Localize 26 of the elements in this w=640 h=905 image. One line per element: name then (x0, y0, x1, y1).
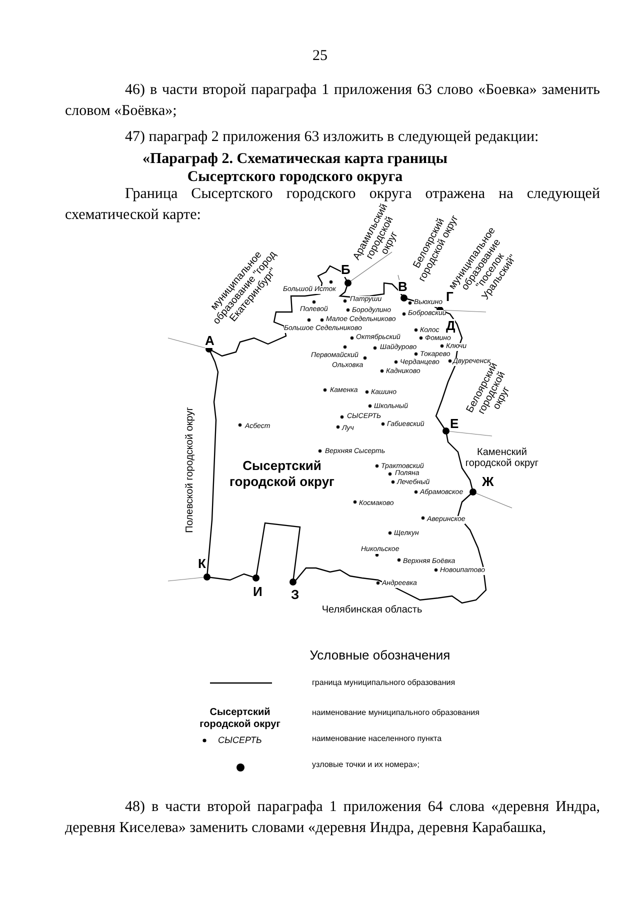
node-letter: И (253, 585, 262, 599)
legend-district-sample: Сысертский городской округ (198, 707, 282, 731)
node-letter: Б (341, 263, 350, 277)
legend-text: узловые точки и их номера»; (312, 760, 420, 770)
page-number: 25 (312, 48, 328, 65)
node-letter: Ж (482, 475, 494, 489)
legend-text: наименование населенного пункта (312, 734, 442, 744)
node-letter: З (291, 588, 300, 602)
node-letter: Д (446, 319, 456, 333)
legend-place-sample: СЫСЕРТЬ (218, 736, 262, 744)
node-letter: А (205, 334, 214, 348)
paragraph: 46) в части второй параграфа 1 приложения 63 слово «Боевка» заменить словом «Боёвка»; (65, 81, 600, 121)
region-name: Полевской городской округ (184, 407, 196, 533)
region-name: Каменский городской округ (464, 447, 540, 469)
legend-text: граница муниципального образования (312, 678, 456, 688)
node-letter: Е (450, 417, 459, 431)
legend-text: наименование муниципального образования (312, 708, 480, 718)
paragraph: 48) в части второй параграфа 1 приложения 64 слова «деревня Индра, деревня Киселева» заменить словами «деревня Индра, деревня Карабашка, (65, 798, 600, 838)
legend-heading: Условные обозначения (310, 648, 450, 662)
node-letter: В (398, 280, 408, 294)
heading-title: «Параграф 2. Схематическая карта границы Сысертского городского округа (141, 150, 449, 186)
district-name: Сысертский городской округ (228, 458, 336, 490)
node-letter: К (198, 557, 206, 571)
node-letter: Г (446, 290, 454, 304)
region-name: Челябинская область (322, 604, 422, 616)
paragraph: 47) параграф 2 приложения 63 изложить в следующей редакции: (124, 128, 540, 147)
